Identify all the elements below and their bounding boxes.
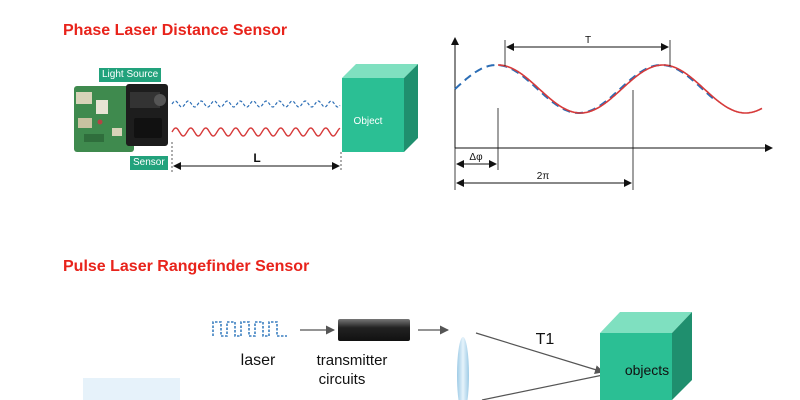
transmitter-tube [338, 319, 410, 341]
phase-shift-label: Δφ [469, 152, 483, 163]
transmitter-label-line1: transmitter [317, 352, 388, 369]
light-source-label: Light Source [99, 68, 162, 82]
receiver-box [83, 378, 180, 400]
object-label: Object [354, 116, 383, 127]
sensor-label: Sensor [130, 156, 168, 170]
two-pi-label: 2π [537, 171, 550, 182]
objects-label: objects [625, 362, 669, 378]
transmitter-label-line2: circuits [319, 371, 366, 388]
t1-label: T1 [536, 331, 555, 348]
phase-sensor-title: Phase Laser Distance Sensor [63, 22, 288, 39]
object-cube [342, 64, 418, 152]
laser-pulse-train [212, 321, 287, 337]
objects-cube [600, 312, 692, 400]
return-beam [481, 374, 604, 400]
period-label: T [585, 35, 591, 46]
emitted-waveform [454, 64, 716, 114]
reflected-wave [171, 127, 341, 137]
sensor-module-image [74, 84, 168, 152]
laser-label: laser [241, 352, 276, 369]
pulse-sensor-title: Pulse Laser Rangefinder Sensor [63, 258, 310, 275]
received-waveform [498, 64, 763, 114]
lens-icon [457, 337, 469, 400]
outgoing-beam [475, 332, 604, 374]
emitted-wave [171, 100, 341, 108]
distance-label: L [253, 151, 260, 165]
